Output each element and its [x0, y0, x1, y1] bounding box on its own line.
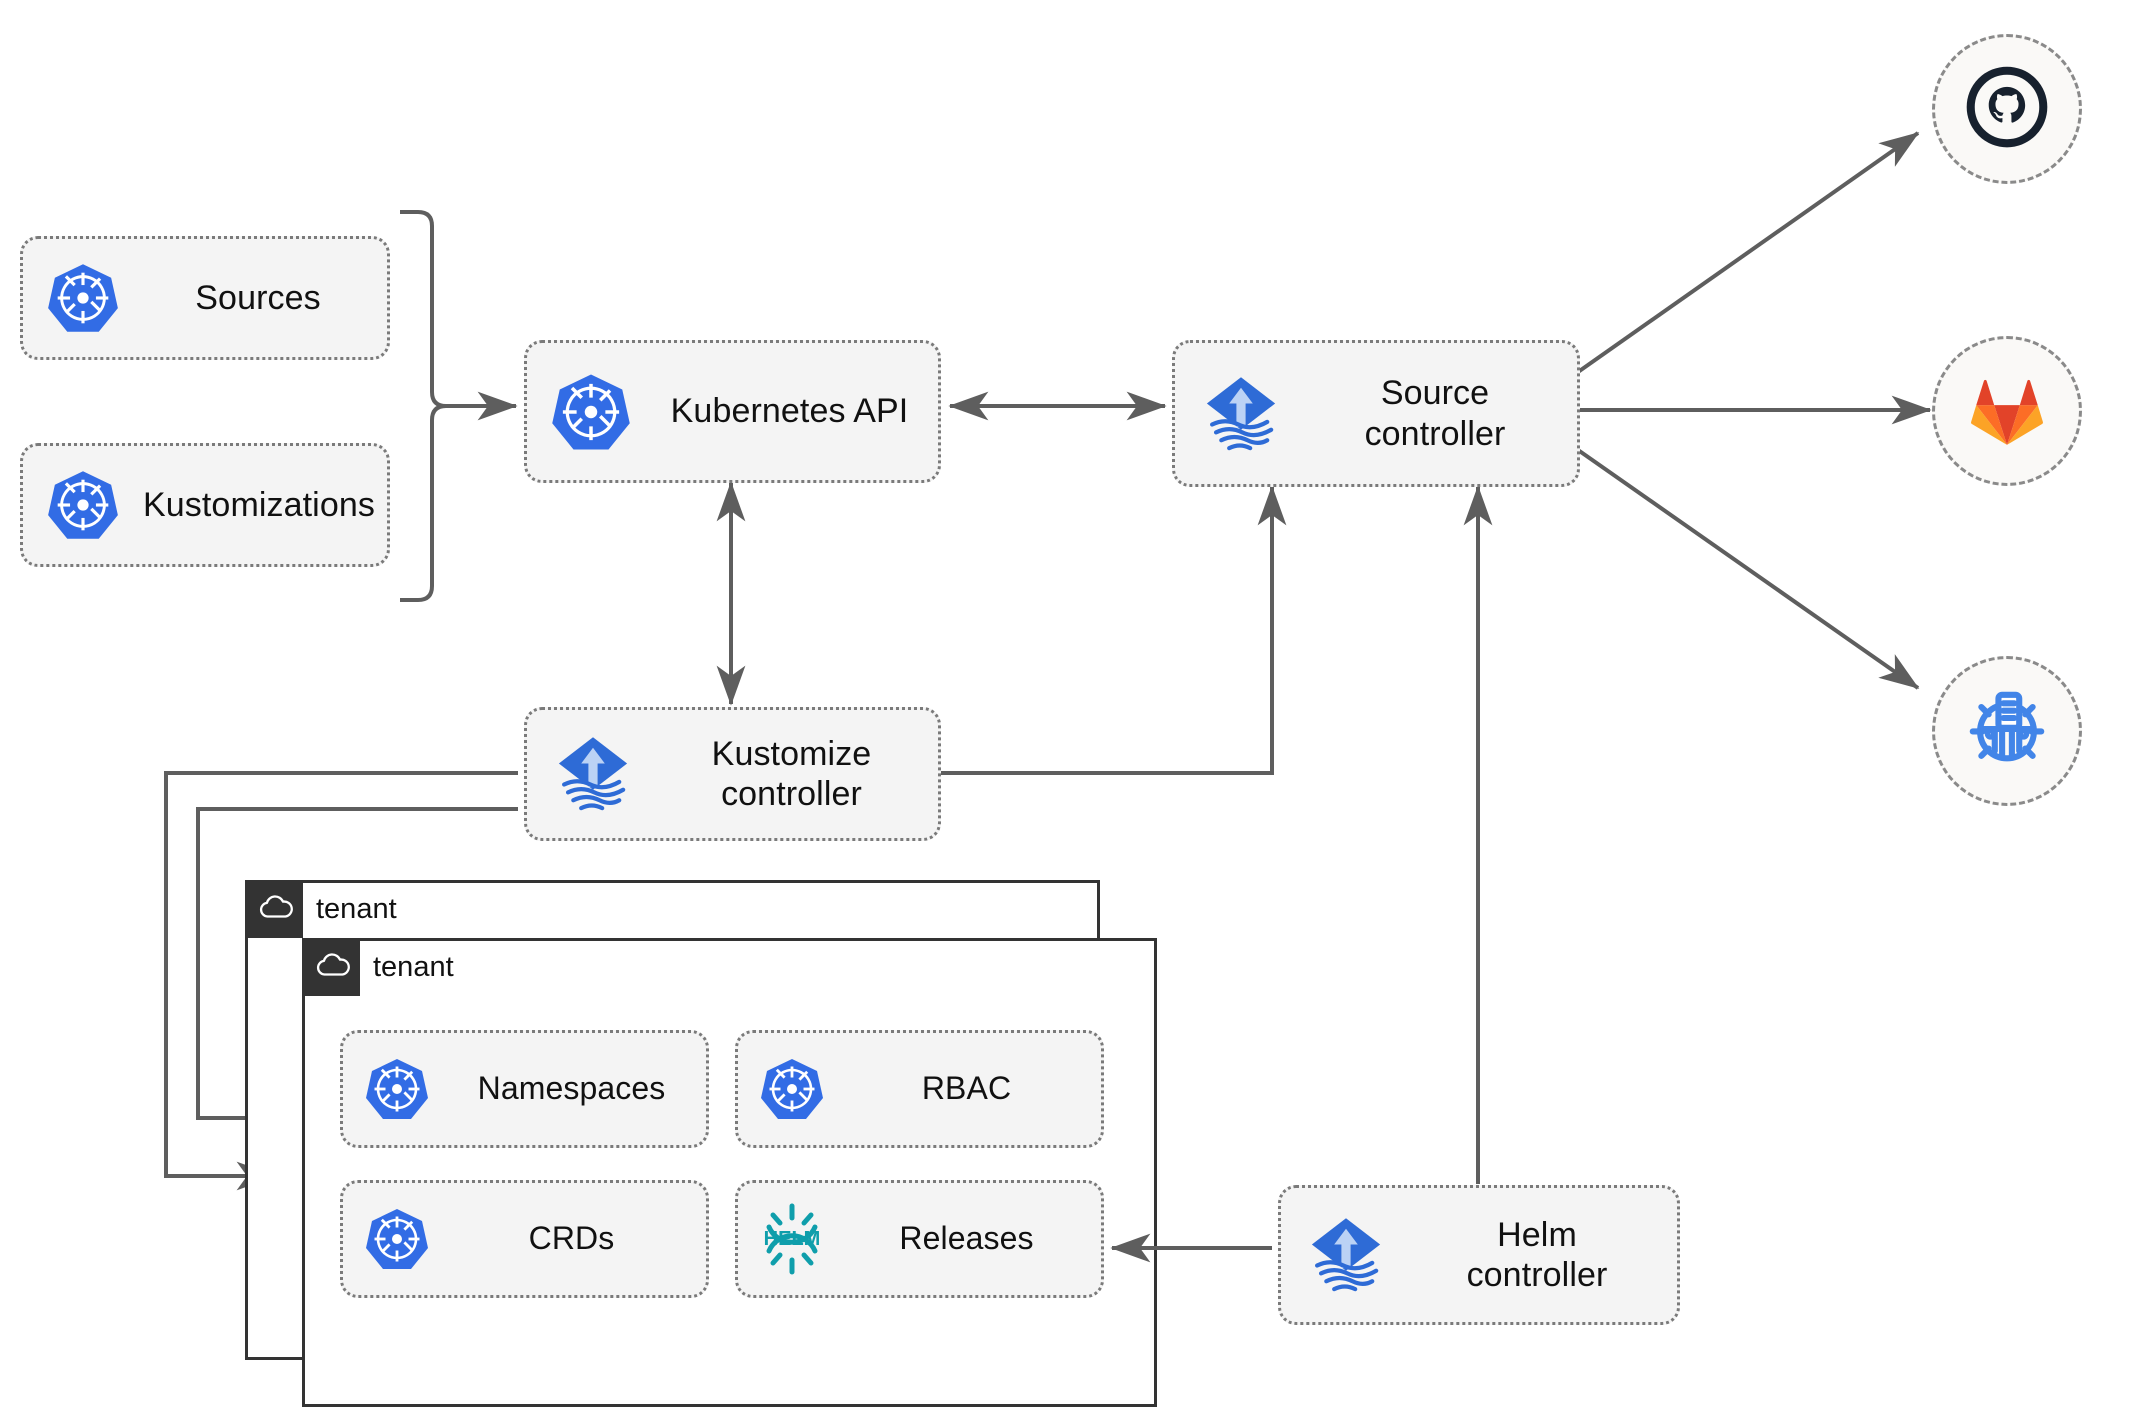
kubernetes-icon — [343, 1207, 451, 1271]
tenant-outer-label: tenant — [316, 892, 397, 925]
tenant-inner-tab — [302, 938, 360, 996]
node-helm-controller[interactable]: Helm controller — [1278, 1185, 1680, 1325]
github-icon — [1964, 64, 2050, 155]
node-label: Releases — [899, 1220, 1034, 1257]
provider-helm-repository[interactable] — [1932, 656, 2082, 806]
node-sources[interactable]: Sources — [20, 236, 390, 360]
kubernetes-icon — [23, 262, 143, 334]
helm-repository-icon — [1963, 685, 2051, 778]
edge-kustomize-ctrl-to-tenant-outer — [164, 771, 518, 1191]
node-rbac[interactable]: RBAC — [735, 1030, 1104, 1148]
node-source-controller[interactable]: Source controller — [1172, 340, 1580, 487]
edge-source-ctrl-to-helm-repository — [1576, 448, 1920, 690]
provider-gitlab[interactable] — [1932, 336, 2082, 486]
node-kustomize-controller[interactable]: Kustomize controller — [524, 707, 941, 841]
node-label: Kustomizations — [143, 485, 375, 524]
tenant-inner-container[interactable]: tenant — [302, 938, 1157, 1407]
gitlab-icon — [1966, 370, 2048, 453]
kubernetes-icon — [738, 1057, 846, 1121]
flux-icon — [1281, 1213, 1411, 1297]
node-label: RBAC — [921, 1070, 1012, 1107]
node-label: CRDs — [528, 1220, 615, 1257]
helm-icon: HELM — [738, 1203, 846, 1275]
flux-icon — [527, 732, 659, 816]
edge-source-ctrl-to-github — [1576, 131, 1920, 374]
tenant-outer-tab — [245, 880, 303, 938]
cloud-icon — [257, 893, 295, 926]
node-label: Namespaces — [477, 1070, 666, 1107]
node-label: Kustomize controller — [711, 734, 872, 813]
kubernetes-icon — [343, 1057, 451, 1121]
tenant-inner-label: tenant — [373, 950, 454, 983]
provider-github[interactable] — [1932, 34, 2082, 184]
node-label: Source controller — [1364, 374, 1506, 453]
cloud-icon — [314, 951, 352, 984]
node-label: Sources — [195, 278, 321, 317]
node-namespaces[interactable]: Namespaces — [340, 1030, 709, 1148]
kubernetes-icon — [23, 469, 143, 541]
kubernetes-icon — [527, 372, 655, 452]
node-label: Kubernetes API — [670, 392, 909, 431]
node-crds[interactable]: CRDs — [340, 1180, 709, 1298]
node-kubernetes-api[interactable]: Kubernetes API — [524, 340, 941, 483]
edge-kustomize-ctrl-to-source-ctrl — [940, 485, 1287, 775]
node-label: Helm controller — [1466, 1215, 1608, 1294]
node-releases[interactable]: HELM Releases — [735, 1180, 1104, 1298]
flux-icon — [1175, 372, 1307, 456]
svg-text:HELM: HELM — [764, 1228, 821, 1250]
node-kustomizations[interactable]: Kustomizations — [20, 443, 390, 567]
